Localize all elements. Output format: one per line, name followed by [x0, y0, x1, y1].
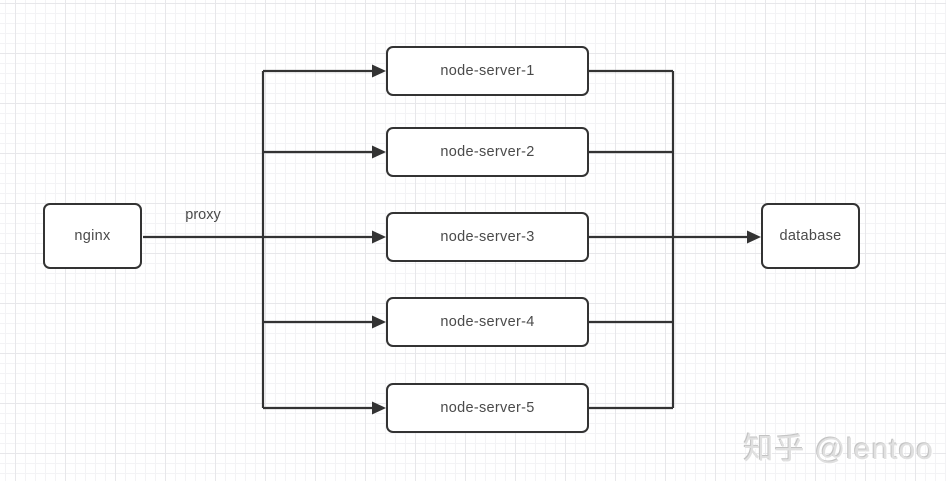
node-server-1: node-server-1 — [386, 46, 589, 96]
node-server-5: node-server-5 — [386, 383, 589, 433]
node-server-2-label: node-server-2 — [440, 144, 535, 160]
arrowhead-server5 — [372, 401, 386, 415]
node-server-1-label: node-server-1 — [440, 63, 535, 79]
node-server-3: node-server-3 — [386, 212, 589, 262]
node-nginx-label: nginx — [74, 228, 111, 244]
node-server-2: node-server-2 — [386, 127, 589, 177]
arrowhead-server1 — [372, 64, 386, 78]
node-server-5-label: node-server-5 — [440, 400, 535, 416]
edge-label-proxy: proxy — [185, 207, 221, 223]
node-nginx: nginx — [43, 203, 142, 269]
node-server-4-label: node-server-4 — [440, 314, 535, 330]
arrowhead-database — [747, 230, 761, 244]
arrowhead-server4 — [372, 315, 386, 329]
node-database-label: database — [779, 228, 842, 244]
watermark-text: 知乎 @lentoo — [743, 433, 934, 466]
node-database: database — [761, 203, 860, 269]
arrowhead-server2 — [372, 145, 386, 159]
arrowhead-server3 — [372, 230, 386, 244]
node-server-4: node-server-4 — [386, 297, 589, 347]
node-server-3-label: node-server-3 — [440, 229, 535, 245]
